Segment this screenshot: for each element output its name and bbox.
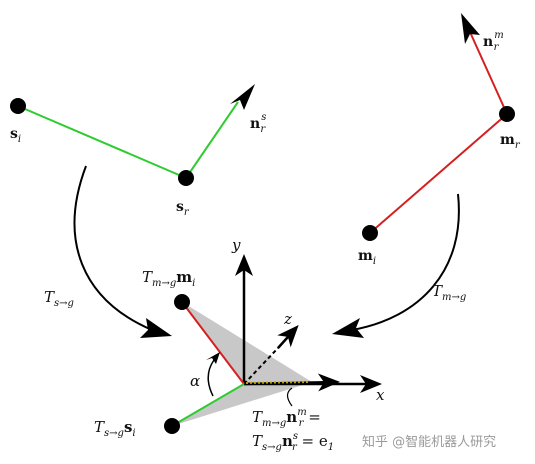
transformed-model-segment	[181, 301, 245, 385]
point-T-s-g-s-i	[164, 418, 180, 434]
label-T-m-g-m-i: Tm→gmi	[142, 268, 195, 289]
point-m-r	[499, 106, 515, 122]
point-s-r	[178, 170, 194, 186]
z-axis	[277, 325, 299, 349]
label-T-m-to-g: Tm→g	[432, 282, 466, 303]
alpha-arc-head	[206, 352, 220, 364]
point-s-i	[10, 98, 26, 114]
model-normal-arrowhead	[461, 13, 480, 44]
label-T-s-to-g: Ts→g	[44, 288, 74, 309]
label-T-s-g-s-i: Ts→gsi	[94, 418, 136, 439]
gray-wedge-lower	[172, 382, 312, 426]
transformed-source-segment	[171, 383, 245, 427]
transform-arrow-m-to-g	[351, 193, 460, 331]
label-s-r: sr	[176, 199, 190, 218]
transform-arrow-m-to-g-head	[332, 318, 364, 338]
label-m-r: mr	[500, 132, 521, 151]
point-T-m-g-m-i	[174, 294, 190, 310]
label-s-i: si	[10, 126, 21, 145]
model-segment	[369, 113, 508, 234]
transform-arrow-s-to-g	[73, 165, 153, 331]
source-normal-arrowhead	[230, 84, 255, 110]
label-axis-y: y	[231, 236, 241, 254]
transform-arrow-s-to-g-head	[140, 318, 172, 338]
label-m-i: mi	[358, 248, 376, 267]
source-segment	[17, 105, 187, 179]
point-m-i	[362, 225, 378, 241]
source-normal-line	[185, 101, 239, 179]
watermark: 知乎 @智能机器人研究	[362, 434, 496, 450]
label-axis-z: z	[283, 310, 292, 328]
z-axis-dashed	[243, 347, 279, 385]
label-axis-x: x	[376, 386, 385, 404]
alpha-arc	[207, 359, 215, 397]
e1-pointer-curve	[286, 387, 293, 407]
label-alpha: α	[190, 372, 200, 390]
model-normal-line	[469, 31, 508, 115]
gray-wedge-upper	[182, 302, 312, 384]
